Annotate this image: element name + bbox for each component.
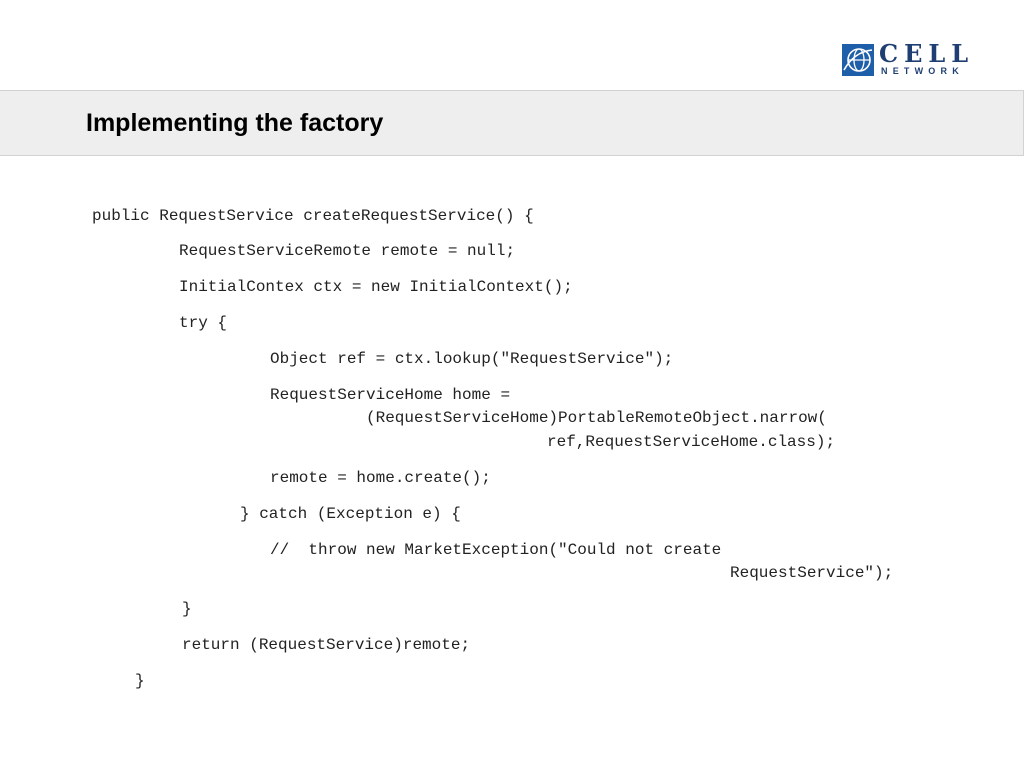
code-line: return (RequestService)remote;: [182, 636, 471, 654]
code-line: } catch (Exception e) {: [240, 505, 461, 523]
code-line: InitialContex ctx = new InitialContext()…: [179, 278, 573, 296]
code-line: public RequestService createRequestServi…: [92, 207, 534, 225]
logo-subtitle: NETWORK: [881, 66, 964, 76]
code-line: try {: [179, 314, 228, 332]
logo-wordmark: CELL: [879, 39, 975, 68]
title-band: Implementing the factory: [0, 90, 1024, 156]
code-line: RequestServiceHome home =: [270, 386, 511, 404]
code-line: RequestServiceRemote remote = null;: [179, 242, 516, 260]
code-line: // throw new MarketException("Could not …: [270, 541, 722, 559]
cell-network-logo: CELL NETWORK: [842, 39, 975, 78]
code-line: remote = home.create();: [270, 469, 491, 487]
code-line: Object ref = ctx.lookup("RequestService"…: [270, 350, 674, 368]
code-line: ref,RequestServiceHome.class);: [547, 433, 836, 451]
code-line: }: [182, 600, 192, 618]
code-line: }: [135, 672, 145, 690]
code-line: (RequestServiceHome)PortableRemoteObject…: [366, 409, 827, 427]
slide-title: Implementing the factory: [86, 109, 384, 137]
code-line: RequestService");: [730, 564, 894, 582]
globe-icon: [842, 44, 874, 76]
